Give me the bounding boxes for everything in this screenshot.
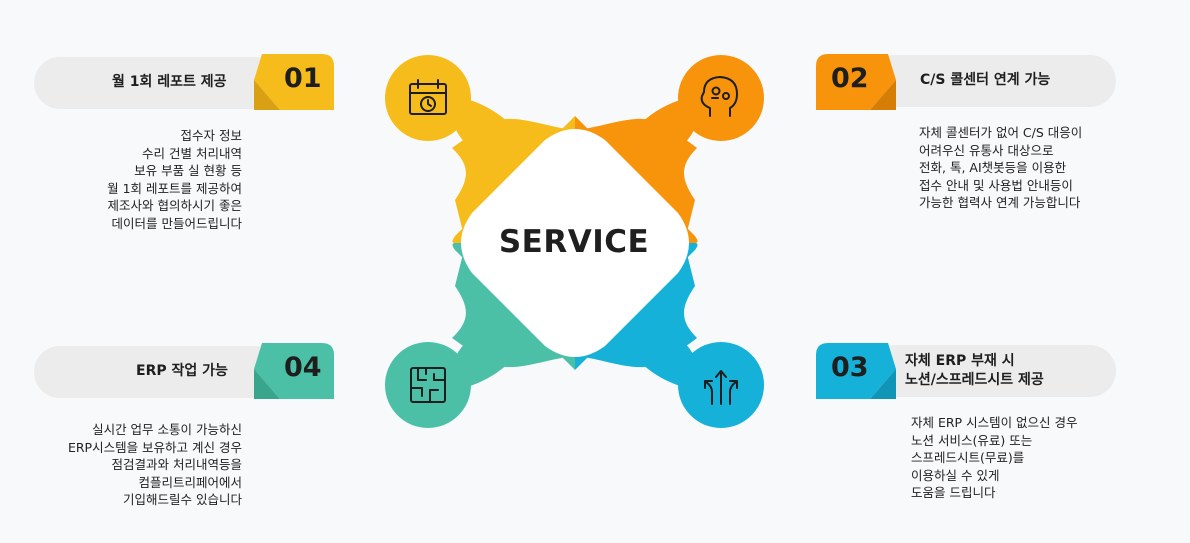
description-line: 도움을 드립니다 — [911, 485, 996, 500]
pill-04 — [34, 343, 334, 399]
item-description-04: 실시간 업무 소통이 가능하신 ERP시스템을 보유하고 계신 경우 점검결과와… — [68, 421, 242, 509]
description-line: 데이터를 만들어드립니다 — [111, 215, 242, 231]
item-number-01: 01 — [284, 63, 322, 94]
circle-teal — [385, 342, 471, 428]
item-title-01: 월 1회 레포트 제공 — [112, 74, 227, 90]
description-line: 기입해드릴수 있습니다 — [123, 492, 242, 507]
description-line: 접수자 정보 — [180, 128, 242, 143]
description-line: ERP시스템을 보유하고 계신 경우 — [67, 439, 242, 455]
title-line: 노션/스프레드시트 제공 — [905, 372, 1044, 388]
description-line: 노션 서비스(유료) 또는 — [911, 432, 1033, 448]
description-line: 전화, 톡, AI챗봇등을 이용한 — [919, 160, 1067, 175]
item-title-03: 자체 ERP 부재 시 노션/스프레드시트 제공 — [905, 352, 1044, 390]
center-diamond — [452, 116, 698, 370]
maze-icon — [410, 367, 446, 403]
calendar-clock-icon — [409, 79, 447, 115]
description-line: 보유 부품 실 현황 등 — [134, 163, 242, 178]
item-number-03: 03 — [831, 352, 869, 383]
description-line: 자체 콜센터가 없어 C/S 대응이 — [919, 125, 1083, 140]
description-line: 실시간 업무 소통이 가능하신 — [92, 422, 242, 437]
description-line: 접수 안내 및 사용법 안내등이 — [919, 177, 1073, 193]
item-description-03: 자체 ERP 시스템이 없으신 경우 노션 서비스(유료) 또는 스프레드시트(… — [911, 414, 1078, 502]
item-number-04: 04 — [284, 352, 322, 383]
item-number-02: 02 — [831, 63, 869, 94]
head-gears-icon — [700, 76, 738, 117]
pill-02 — [816, 54, 1116, 110]
description-line: 자체 ERP 시스템이 없으신 경우 — [911, 415, 1078, 430]
title-line: 자체 ERP 부재 시 — [905, 353, 1015, 369]
arms — [455, 100, 695, 386]
description-line: 가능한 협력사 연계 가능합니다 — [919, 195, 1081, 210]
circle-orange — [678, 55, 764, 141]
description-line: 컴플리트리페어에서 — [138, 474, 242, 490]
description-line: 이용하실 수 있게 — [911, 467, 1000, 483]
description-line: 점검결과와 처리내역등을 — [111, 457, 242, 472]
description-line: 수리 건별 처리내역 — [142, 145, 242, 161]
description-line: 어려우신 유통사 대상으로 — [919, 142, 1054, 158]
item-description-02: 자체 콜센터가 없어 C/S 대응이 어려우신 유통사 대상으로 전화, 톡, … — [919, 124, 1082, 212]
pill-03 — [816, 343, 1116, 399]
description-line: 제조사와 협의하시기 좋은 — [107, 198, 242, 213]
description-line: 스프레드시트(무료)를 — [911, 450, 1025, 465]
center-title: SERVICE — [498, 224, 650, 260]
description-line: 월 1회 레포트를 제공하여 — [107, 180, 242, 196]
item-title-04: ERP 작업 가능 — [136, 363, 228, 379]
split-arrows-icon — [704, 370, 738, 405]
pill-01 — [34, 54, 334, 110]
item-description-01: 접수자 정보 수리 건별 처리내역 보유 부품 실 현황 등 월 1회 레포트를… — [107, 127, 242, 232]
item-title-02: C/S 콜센터 연계 가능 — [920, 72, 1051, 88]
center-white-card — [461, 129, 689, 357]
